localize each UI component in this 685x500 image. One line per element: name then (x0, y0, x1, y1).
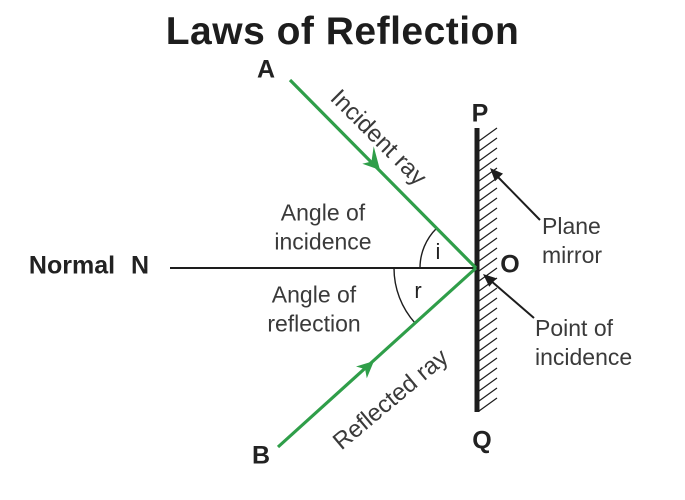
angle-of-incidence-line2: incidence (274, 229, 372, 255)
point-n-label: N (130, 251, 150, 280)
point-p-label: P (471, 99, 489, 128)
point-q-label: Q (472, 426, 492, 455)
point-of-incidence-line2: incidence (535, 344, 633, 371)
angle-of-incidence-line1: Angle of (280, 199, 366, 226)
angle-of-reflection-label: Angle of reflection (267, 281, 360, 340)
angle-of-reflection-line2: reflection (267, 311, 361, 337)
angle-i-symbol: i (435, 239, 441, 264)
angle-of-reflection-line1: Angle of (271, 281, 357, 308)
incidence-point-arrow-head (483, 274, 497, 287)
reflected-ray-line (276, 266, 478, 449)
angle-i-arc (419, 227, 438, 269)
angle-r-symbol: r (414, 278, 422, 303)
incident-ray-arrowhead (362, 146, 380, 170)
point-of-incidence-label: Point of incidence (535, 314, 632, 373)
plane-mirror-line1: Plane (542, 213, 601, 239)
plane-mirror-arrow-head (490, 168, 503, 182)
plane-mirror-line2: mirror (542, 242, 603, 269)
incident-ray-line (288, 78, 478, 270)
angle-r-arc (393, 267, 416, 324)
point-of-incidence-line1: Point of (535, 315, 613, 341)
normal-label: Normal (28, 251, 116, 280)
point-b-label: B (251, 441, 271, 470)
plane-mirror-arrow-shaft (496, 175, 541, 221)
mirror-hatching (478, 127, 498, 412)
angle-of-incidence-label: Angle of incidence (274, 199, 371, 258)
page-title: Laws of Reflection (165, 10, 520, 53)
point-a-label: A (256, 55, 276, 84)
plane-mirror-label: Plane mirror (542, 212, 602, 271)
point-o-label: O (500, 250, 520, 279)
incidence-point-arrow-shaft (489, 279, 535, 319)
reflected-ray-arrowhead (356, 361, 374, 379)
